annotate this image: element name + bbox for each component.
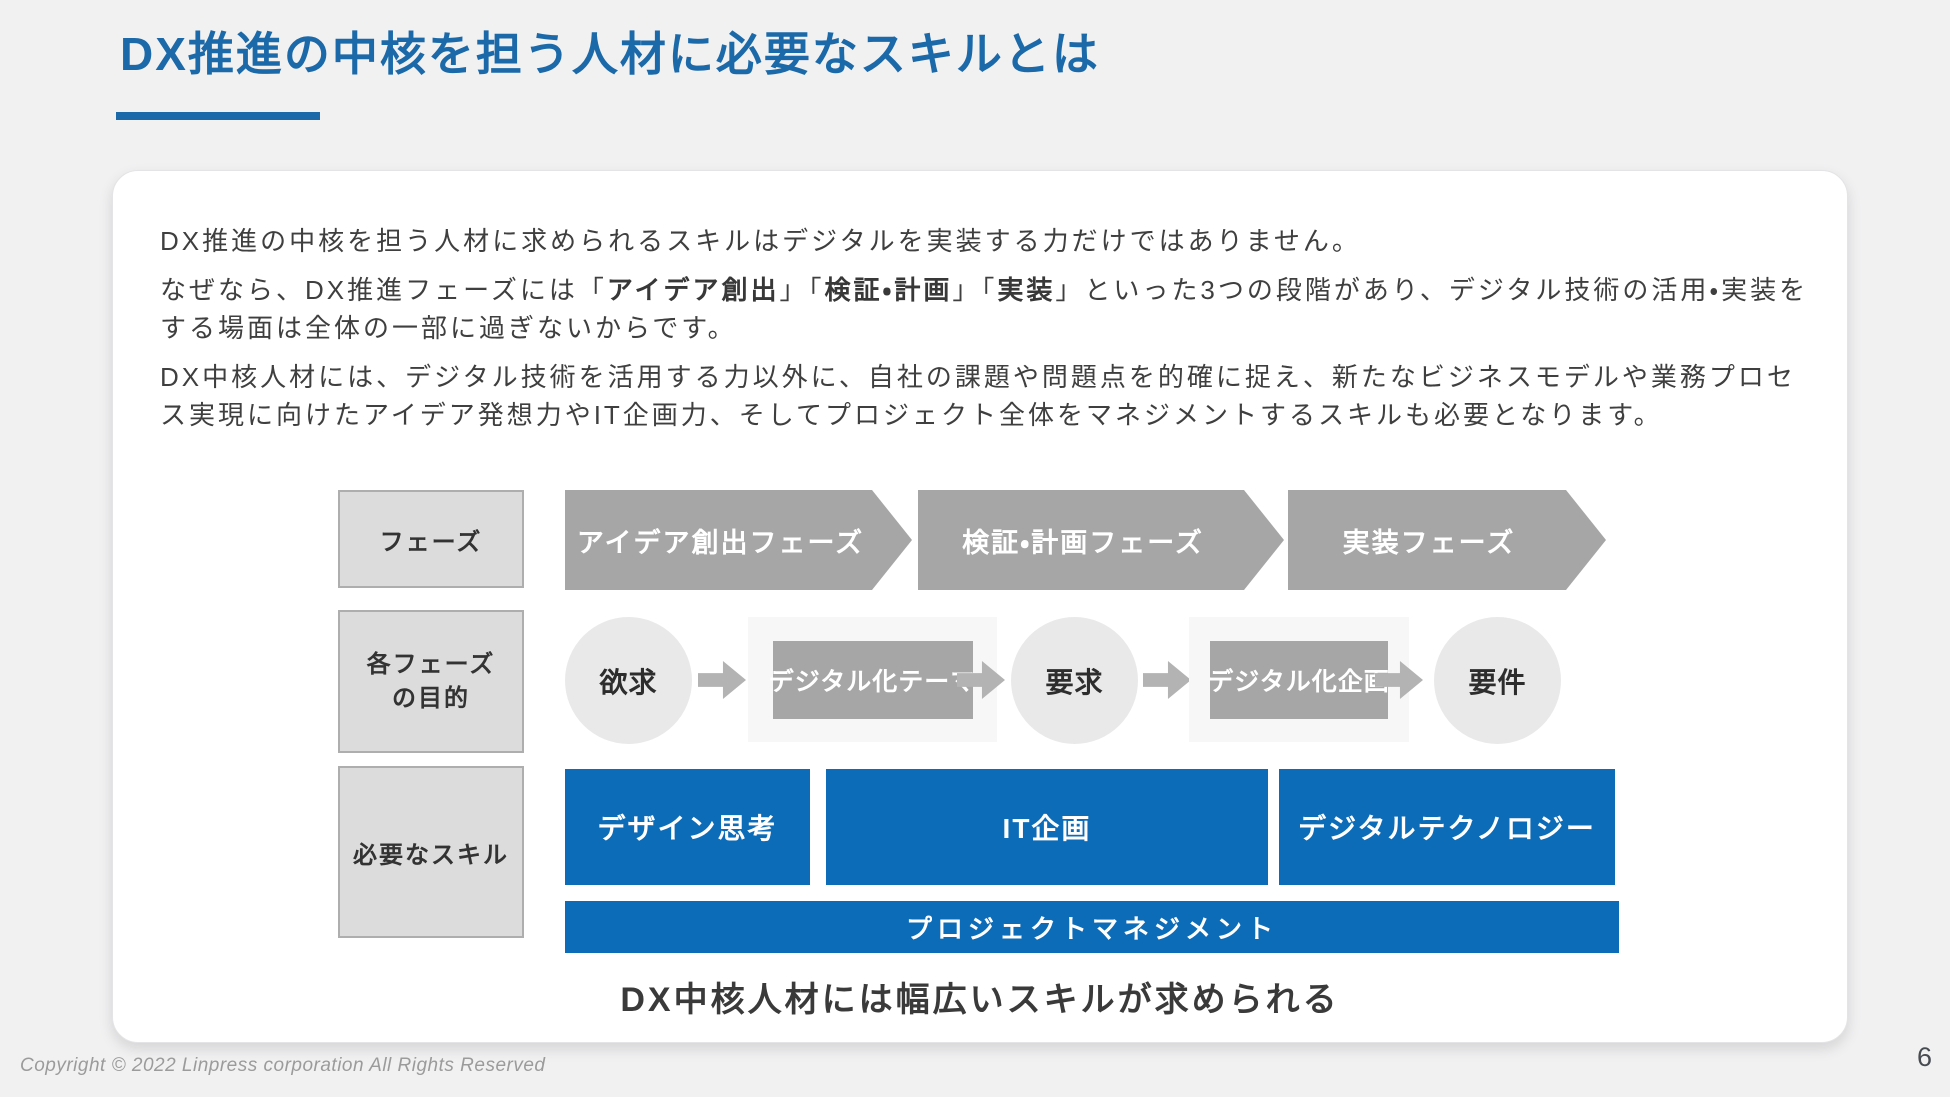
phase-arrow-verify-plan: 検証・計画フェーズ <box>918 490 1284 590</box>
row-label-purpose-line2: の目的 <box>392 684 470 712</box>
row-label-phase: フェーズ <box>338 490 524 588</box>
row-label-purpose-line1: 各フェーズ <box>366 650 496 678</box>
intro-text: DX推進の中核を担う人材に求められるスキルはデジタルを実装する力だけではありませ… <box>160 222 1810 445</box>
flow-circle-requirement: 要件 <box>1434 617 1561 744</box>
flow-box-digital-plan: デジタル化企画 <box>1208 640 1389 719</box>
p2-bold-verify: 検証・計画 <box>824 275 953 305</box>
copyright-text: Copyright © 2022 Linpress corporation Al… <box>20 1055 546 1076</box>
flow-box-digital-theme: デジタル化テーマ <box>769 640 975 719</box>
row-label-skills: 必要なスキル <box>338 766 524 938</box>
p2-text: 」「 <box>952 275 998 305</box>
skill-bar-project-management: プロジェクトマネジメント <box>565 901 1619 953</box>
row-label-skills-text: 必要なスキル <box>353 841 509 869</box>
flow-container-digital-theme: デジタル化テーマ <box>748 617 997 742</box>
skill-box-design-thinking: デザイン思考 <box>565 769 810 885</box>
skill-box-it-planning: IT企画 <box>826 769 1268 885</box>
flow-container-digital-plan: デジタル化企画 <box>1189 617 1409 742</box>
intro-paragraph-2: なぜなら、DX推進フェーズには「アイデア創出」「検証・計画」「実装」といった3つ… <box>160 271 1810 347</box>
intro-paragraph-3: DX中核人材には、デジタル技術を活用する力以外に、自社の課題や問題点を的確に捉え… <box>160 362 1796 430</box>
flow-circle-want: 欲求 <box>565 617 692 744</box>
p2-text: なぜなら、DX推進フェーズには「 <box>160 275 607 305</box>
p2-bold-idea: アイデア創出 <box>606 275 780 305</box>
intro-paragraph-1: DX推進の中核を担う人材に求められるスキルはデジタルを実装する力だけではありませ… <box>160 226 1361 256</box>
row-label-phase-text: フェーズ <box>379 528 483 556</box>
conclusion-text: DX中核人材には幅広いスキルが求められる <box>620 981 1340 1019</box>
skill-box-digital-technology: デジタルテクノロジー <box>1279 769 1615 885</box>
title-underline <box>116 112 320 120</box>
p2-bold-implement: 実装 <box>997 275 1056 305</box>
flow-circle-request: 要求 <box>1011 617 1138 744</box>
page-number: 6 <box>1916 1042 1932 1072</box>
row-label-purpose: 各フェーズ の目的 <box>338 610 524 753</box>
phase-arrow-idea: アイデア創出フェーズ <box>565 490 912 590</box>
p2-text: 」といった3つの段階があり、デジタル技術の活用・実装をする場面は全体の一部に過ぎ… <box>160 275 1809 343</box>
phase-arrow-implement: 実装フェーズ <box>1288 490 1606 590</box>
p2-text: 」「 <box>779 275 825 305</box>
page-title: DX推進の中核を担う人材に必要なスキルとは <box>120 28 1100 80</box>
